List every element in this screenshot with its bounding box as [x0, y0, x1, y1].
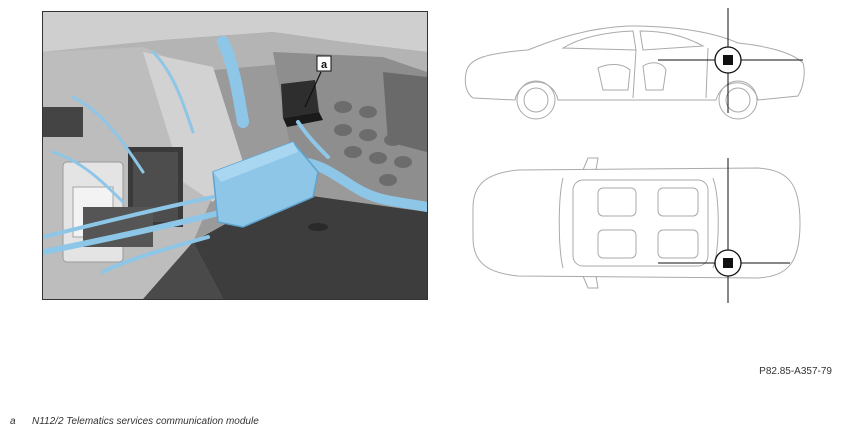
side-locator-marker [658, 8, 803, 113]
callout-box [316, 55, 332, 72]
legend-item: a N112/2 Telematics services communicati… [10, 416, 259, 427]
callout-leader [304, 71, 322, 108]
callout-label: a [321, 59, 328, 71]
installation-view: a [42, 11, 428, 300]
figure-code: P82.85-A357-79 [759, 366, 832, 377]
trunk-interior-illustration: a [43, 12, 427, 299]
top-locator-marker [658, 158, 790, 303]
legend-key: a [10, 416, 16, 427]
legend-text: N112/2 Telematics services communication… [32, 416, 259, 427]
vehicle-locator [464, 8, 805, 303]
side-view-car [464, 25, 805, 120]
top-view-car [472, 157, 801, 289]
wiring-harness [43, 36, 427, 274]
trunk-lid-edge [43, 12, 427, 52]
telematics-module [281, 80, 319, 118]
